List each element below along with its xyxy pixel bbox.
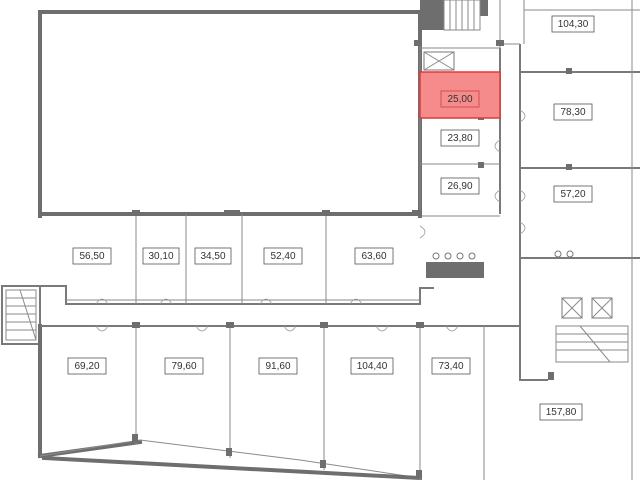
- room-34-50[interactable]: 34,50: [194, 247, 232, 265]
- room-26-90[interactable]: 26,90: [440, 177, 480, 195]
- partitions: [66, 47, 500, 470]
- room-157-80[interactable]: 157,80: [539, 403, 583, 421]
- elevators: [423, 51, 613, 319]
- stair-top: [443, 0, 481, 31]
- room-57-20[interactable]: 57,20: [553, 185, 593, 203]
- svg-text:79,60: 79,60: [171, 361, 196, 372]
- room-91-60[interactable]: 91,60: [258, 357, 298, 375]
- svg-text:104,30: 104,30: [558, 19, 589, 30]
- svg-text:30,10: 30,10: [148, 251, 173, 262]
- stair-right: [555, 325, 629, 363]
- svg-text:26,90: 26,90: [447, 181, 472, 192]
- svg-text:78,30: 78,30: [560, 107, 585, 118]
- room-23-80[interactable]: 23,80: [440, 129, 480, 147]
- svg-text:63,60: 63,60: [361, 251, 386, 262]
- stair-left: [5, 289, 37, 341]
- room-63-60[interactable]: 63,60: [354, 247, 394, 265]
- room-56-50[interactable]: 56,50: [72, 247, 112, 265]
- columns: [132, 0, 572, 478]
- svg-text:34,50: 34,50: [200, 251, 225, 262]
- room-30-10[interactable]: 30,10: [142, 247, 180, 265]
- room-104-30-top[interactable]: 104,30: [551, 15, 595, 33]
- svg-text:73,40: 73,40: [438, 361, 463, 372]
- room-73-40[interactable]: 73,40: [431, 357, 471, 375]
- svg-text:56,50: 56,50: [79, 251, 104, 262]
- svg-text:23,80: 23,80: [447, 133, 472, 144]
- room-79-60[interactable]: 79,60: [164, 357, 204, 375]
- room-25-00[interactable]: 25,00: [440, 90, 480, 108]
- room-78-30[interactable]: 78,30: [553, 103, 593, 121]
- svg-text:104,40: 104,40: [357, 361, 388, 372]
- room-52-40[interactable]: 52,40: [263, 247, 303, 265]
- room-labels: 104,30 25,00 78,30 23,80 26,90 57,20 56,…: [67, 15, 595, 421]
- svg-text:57,20: 57,20: [560, 189, 585, 200]
- svg-text:91,60: 91,60: [265, 361, 290, 372]
- room-104-40[interactable]: 104,40: [350, 357, 394, 375]
- restroom-fixtures: [426, 250, 574, 278]
- room-69-20[interactable]: 69,20: [67, 357, 107, 375]
- svg-text:157,80: 157,80: [546, 407, 577, 418]
- svg-text:25,00: 25,00: [447, 94, 472, 105]
- svg-text:52,40: 52,40: [270, 251, 295, 262]
- svg-text:69,20: 69,20: [74, 361, 99, 372]
